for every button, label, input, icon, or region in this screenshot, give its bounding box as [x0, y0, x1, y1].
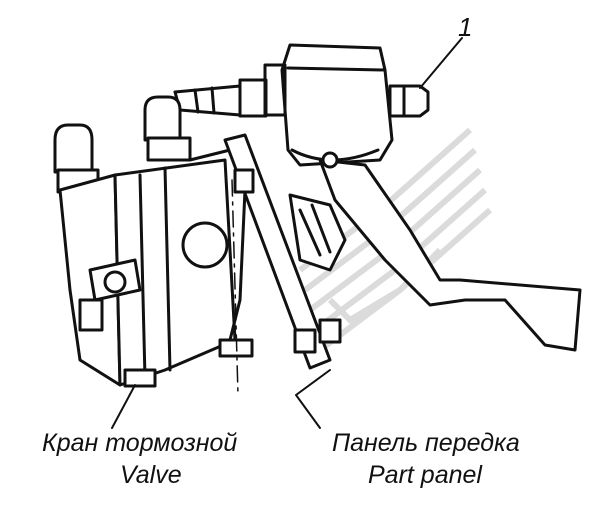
- valve-body: [58, 148, 254, 388]
- leader-line-panel: [295, 369, 331, 429]
- mounting-panel: [223, 133, 342, 370]
- left-fittings: [53, 95, 192, 194]
- valve-label-en: Valve: [120, 461, 182, 489]
- panel-label-en: Part panel: [368, 461, 482, 489]
- valve-label-ru: Кран тормозной: [42, 429, 238, 457]
- callout-number-1: 1: [458, 12, 473, 42]
- leader-line-1: [419, 37, 463, 89]
- panel-label-ru: Панель передка: [332, 429, 520, 457]
- inlet-pipe: [173, 84, 242, 117]
- center-line: [231, 179, 239, 396]
- pressure-sensor: [238, 43, 430, 167]
- leader-line-valve: [111, 384, 136, 429]
- brake-pedal: [288, 151, 582, 352]
